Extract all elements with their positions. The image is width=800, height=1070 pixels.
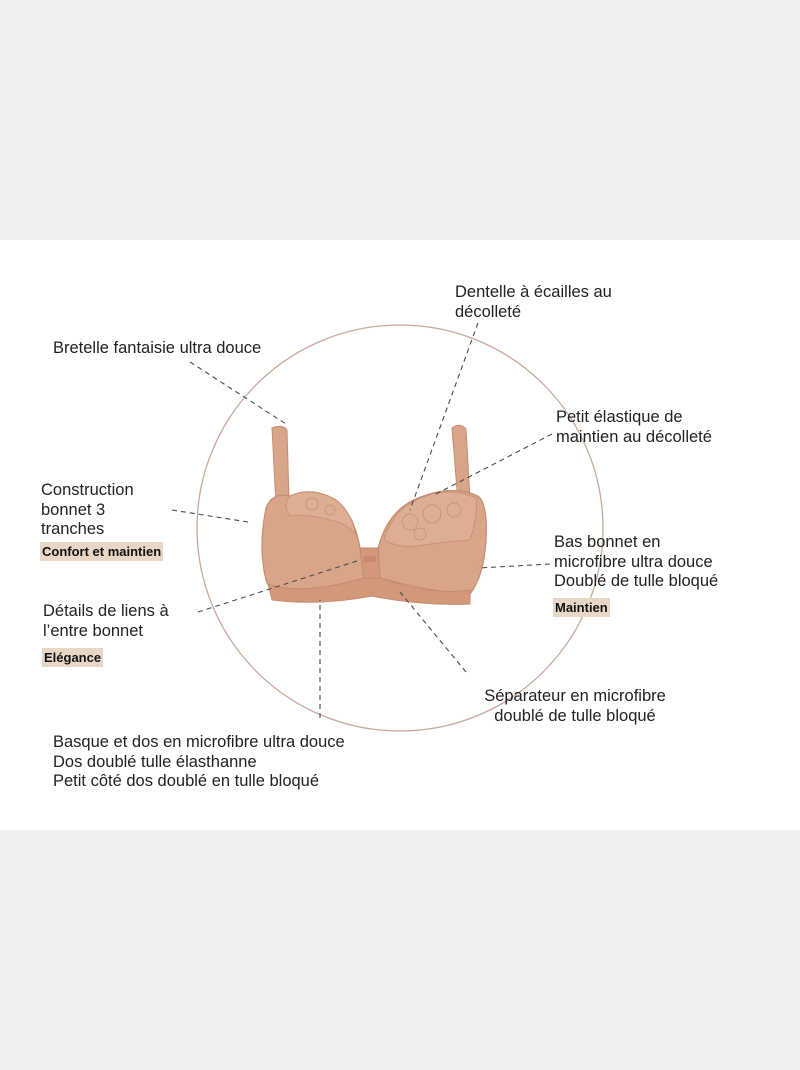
center-bow <box>364 556 376 562</box>
center-gore <box>359 547 381 579</box>
highlight-circle <box>196 324 604 732</box>
badge-lower-cup: Maintien <box>553 598 610 617</box>
leader-lines <box>171 322 553 718</box>
left-lace <box>285 491 357 536</box>
label-lower-cup: Bas bonnet en microfibre ultra douce Dou… <box>554 533 719 590</box>
bra-illustration <box>261 424 487 605</box>
leader-elastic <box>435 433 553 495</box>
leader-ties <box>197 559 361 613</box>
right-lace <box>383 491 477 547</box>
right-strap <box>451 424 471 503</box>
label-ties: Détails de liens à l’entre bonnet <box>43 602 169 640</box>
label-separator: Séparateur en microfibre doublé de tulle… <box>484 687 666 725</box>
label-lace: Dentelle à écailles au décolleté <box>455 283 612 321</box>
badge-ties: Elégance <box>42 648 104 667</box>
band <box>267 577 471 605</box>
label-elastic: Petit élastique de maintien au décolleté <box>556 408 712 446</box>
leader-strap <box>189 361 287 425</box>
left-strap <box>271 425 290 505</box>
label-construction: Construction bonnet 3 tranches <box>41 481 134 538</box>
badge-construction: Confort et maintien <box>40 542 164 561</box>
leader-lower-cup <box>477 563 551 569</box>
leader-construction <box>171 509 249 523</box>
leader-lace <box>409 322 479 511</box>
label-strap: Bretelle fantaisie ultra douce <box>53 339 262 357</box>
label-band: Basque et dos en microfibre ultra douce … <box>53 733 345 790</box>
